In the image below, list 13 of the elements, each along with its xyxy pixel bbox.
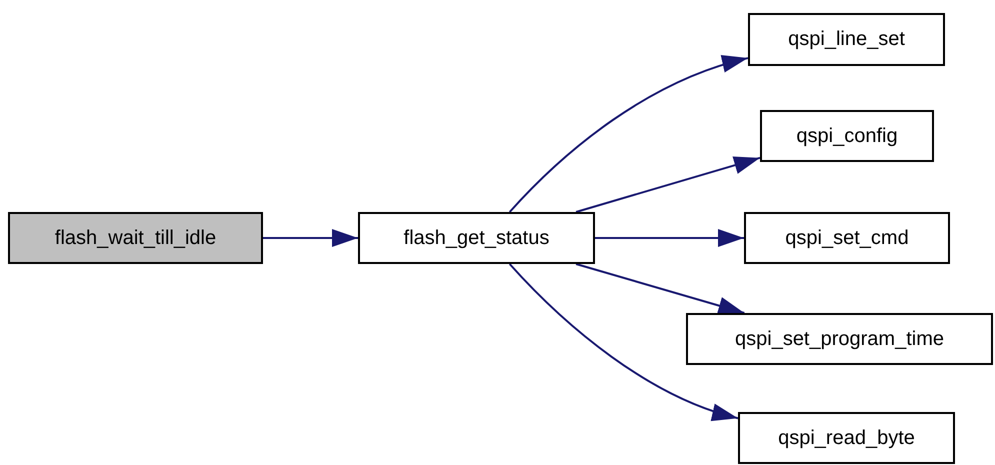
arrow	[576, 263, 745, 314]
function-box: qspi_line_set	[748, 13, 945, 66]
function-box: qspi_set_program_time	[686, 313, 993, 365]
function-box: flash_get_status	[358, 212, 595, 264]
arrow	[263, 229, 358, 247]
arrow	[508, 263, 738, 420]
function-box: qspi_read_byte	[738, 412, 955, 464]
function-box: flash_wait_till_idle	[8, 212, 263, 264]
function-box: qspi_set_cmd	[744, 212, 950, 264]
arrow	[595, 229, 744, 247]
function-box: qspi_config	[760, 110, 934, 162]
arrow	[576, 156, 760, 213]
arrow	[508, 56, 748, 213]
